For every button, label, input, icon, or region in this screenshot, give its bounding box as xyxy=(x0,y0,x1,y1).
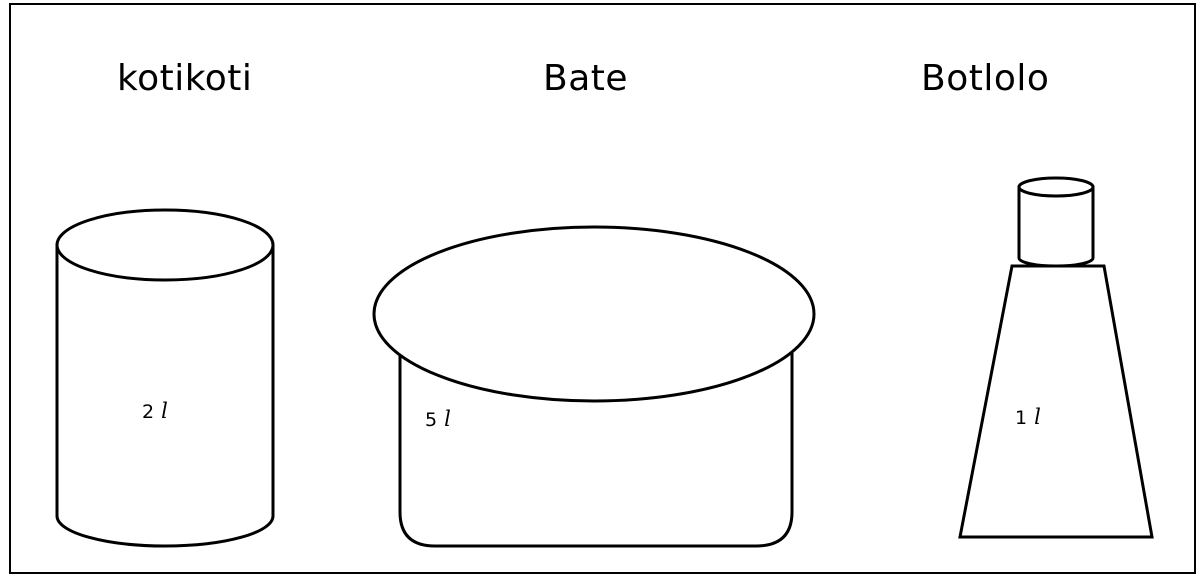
botlolo-capacity-unit: l xyxy=(1034,405,1041,429)
kotikoti-capacity-unit: l xyxy=(161,399,168,423)
botlolo-cap-body xyxy=(1019,187,1093,266)
kotikoti-body xyxy=(57,245,273,546)
botlolo-capacity-value: 1 xyxy=(1015,407,1027,429)
botlolo-cap-top xyxy=(1019,178,1093,196)
bate-capacity-unit: l xyxy=(444,407,451,431)
kotikoti-top-ellipse xyxy=(57,210,273,280)
bate-top-ellipse xyxy=(374,227,814,401)
bate-capacity-value: 5 xyxy=(425,409,437,431)
kotikoti-capacity-value: 2 xyxy=(142,401,154,423)
botlolo-body xyxy=(960,266,1152,537)
